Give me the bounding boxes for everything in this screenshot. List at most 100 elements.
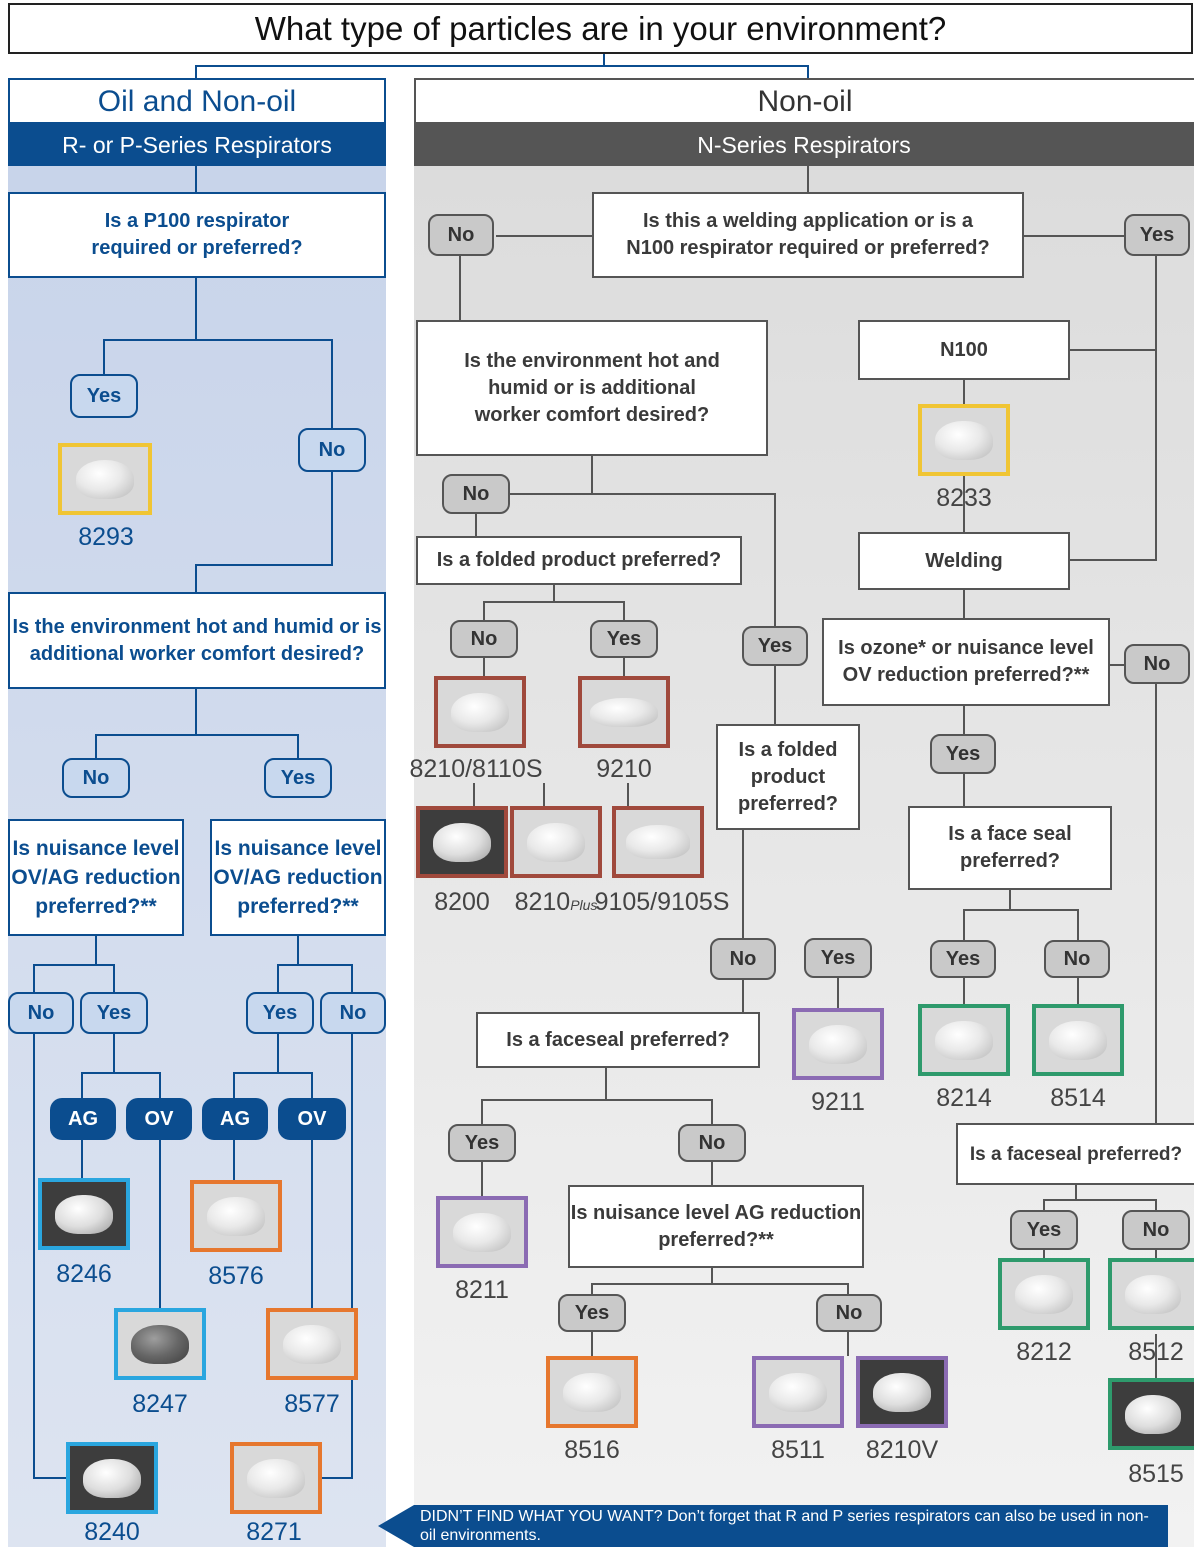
ovag-right-no[interactable]: No [320,992,386,1034]
q-ovag-left: Is nuisance level OV/AG reduction prefer… [8,819,184,936]
n100-box: N100 [858,320,1070,380]
hot-no[interactable]: No [62,758,130,798]
ozone-yes[interactable]: Yes [930,734,996,774]
product-8211-image[interactable] [436,1196,528,1268]
product-8211-label: 8211 [455,1276,509,1304]
product-8576-image[interactable] [190,1180,282,1252]
left-ag[interactable]: AG [50,1098,116,1140]
product-8511-image[interactable] [752,1356,844,1428]
right-ov[interactable]: OV [278,1098,346,1140]
ovag-left-yes[interactable]: Yes [80,992,148,1034]
product-8514-label: 8514 [1050,1084,1106,1112]
q-ovag-right: Is nuisance level OV/AG reduction prefer… [210,819,386,936]
footer-banner-bg [378,1505,1168,1547]
right-ag[interactable]: AG [202,1098,268,1140]
product-8514-image[interactable] [1032,1004,1124,1076]
product-8200-label: 8200 [434,888,490,916]
product-9105-label: 9105/9105S [594,888,730,916]
product-8576-label: 8576 [208,1262,264,1290]
product-8516-label: 8516 [564,1436,620,1464]
product-9210-image[interactable] [578,676,670,748]
product-8512-label: 8512 [1128,1338,1184,1366]
product-8200-image[interactable] [416,806,508,878]
product-9105-image[interactable] [612,806,704,878]
q-welding: Is this a welding application or is a N1… [592,192,1024,278]
product-8271-label: 8271 [246,1518,302,1546]
hot-right-yes[interactable]: Yes [742,626,808,666]
q-hot-humid-right: Is the environment hot and humid or is a… [416,320,768,456]
product-8210plus-suffix: Plus [570,897,598,913]
faceseal-pref-yes[interactable]: Yes [930,940,996,978]
product-8240-image[interactable] [66,1442,158,1514]
faceseal-pref-no[interactable]: No [1044,940,1110,978]
ovag-left-no[interactable]: No [8,992,74,1034]
ovag-right-yes[interactable]: Yes [246,992,314,1034]
p100-no[interactable]: No [298,428,366,472]
product-8516-image[interactable] [546,1356,638,1428]
q-faceseal-1: Is a faceseal preferred? [476,1012,760,1068]
faceseal2-yes[interactable]: Yes [1010,1210,1078,1250]
product-8233-image[interactable] [918,404,1010,476]
product-8210-8110s-image[interactable] [434,676,526,748]
product-8246-image[interactable] [38,1178,130,1250]
weld-no[interactable]: No [428,214,494,256]
product-8210plus-image[interactable] [510,806,602,878]
left-heading: Oil and Non-oil [8,78,386,124]
fold1-no[interactable]: No [450,620,518,658]
product-8214-label: 8214 [936,1084,992,1112]
q-hot-humid-left: Is the environment hot and humid or is a… [8,592,386,689]
product-8210plus-label: 8210Plus [476,888,636,919]
product-8247-image[interactable] [114,1308,206,1380]
product-8210v-image[interactable] [856,1356,948,1428]
product-8293-image[interactable] [58,443,152,515]
q-ag-reduction: Is nuisance level AG reduction preferred… [568,1185,864,1268]
product-8212-image[interactable] [998,1258,1090,1330]
weld-yes[interactable]: Yes [1124,214,1190,256]
product-9211-label: 9211 [811,1088,865,1116]
hot-right-no[interactable]: No [442,474,510,514]
q-folded-2: Is a folded product preferred? [716,724,860,830]
product-8212-label: 8212 [1016,1338,1072,1366]
product-9211-image[interactable] [792,1008,884,1080]
product-8210plus-number: 8210 [514,888,571,916]
q-ozone: Is ozone* or nuisance level OV reduction… [822,618,1110,706]
product-8210-8110s-label: 8210/8110S [409,755,543,783]
right-subheading: N-Series Respirators [414,124,1194,166]
product-8233-label: 8233 [936,484,992,512]
product-8246-label: 8246 [56,1260,112,1288]
ag-no[interactable]: No [816,1294,882,1332]
product-8240-label: 8240 [84,1518,140,1546]
faceseal1-no[interactable]: No [678,1124,746,1162]
product-8247-label: 8247 [132,1390,188,1418]
faceseal2-no[interactable]: No [1122,1210,1190,1250]
title-box: What type of particles are in your envir… [8,3,1193,54]
footer-note: DIDN’T FIND WHAT YOU WANT? Don’t forget … [420,1508,1149,1544]
right-heading: Non-oil [414,78,1194,124]
product-8515-label: 8515 [1128,1460,1184,1488]
product-8214-image[interactable] [918,1004,1010,1076]
left-ov[interactable]: OV [126,1098,192,1140]
p100-yes[interactable]: Yes [70,374,138,418]
product-8515-image[interactable] [1108,1378,1194,1450]
q-faceseal-2: Is a faceseal preferred? [956,1123,1194,1185]
fold2-yes[interactable]: Yes [804,938,872,978]
fold2-no[interactable]: No [710,938,776,980]
hot-yes[interactable]: Yes [264,758,332,798]
product-8271-image[interactable] [230,1442,322,1514]
product-8210v-label: 8210V [865,1436,939,1464]
product-9210-label: 9210 [596,755,652,783]
product-8511-label: 8511 [771,1436,825,1464]
product-8512-image[interactable] [1108,1258,1194,1330]
ozone-no[interactable]: No [1124,644,1190,684]
fold1-yes[interactable]: Yes [590,620,658,658]
welding-box: Welding [858,532,1070,590]
product-8577-label: 8577 [284,1390,340,1418]
q-p100: Is a P100 respirator required or preferr… [8,192,386,278]
product-8293-label: 8293 [78,523,134,551]
faceseal1-yes[interactable]: Yes [448,1124,516,1162]
left-subheading: R- or P-Series Respirators [8,124,386,166]
ag-yes[interactable]: Yes [558,1294,626,1332]
q-face-seal: Is a face seal preferred? [908,806,1112,890]
q-folded-1: Is a folded product preferred? [416,536,742,585]
product-8577-image[interactable] [266,1308,358,1380]
